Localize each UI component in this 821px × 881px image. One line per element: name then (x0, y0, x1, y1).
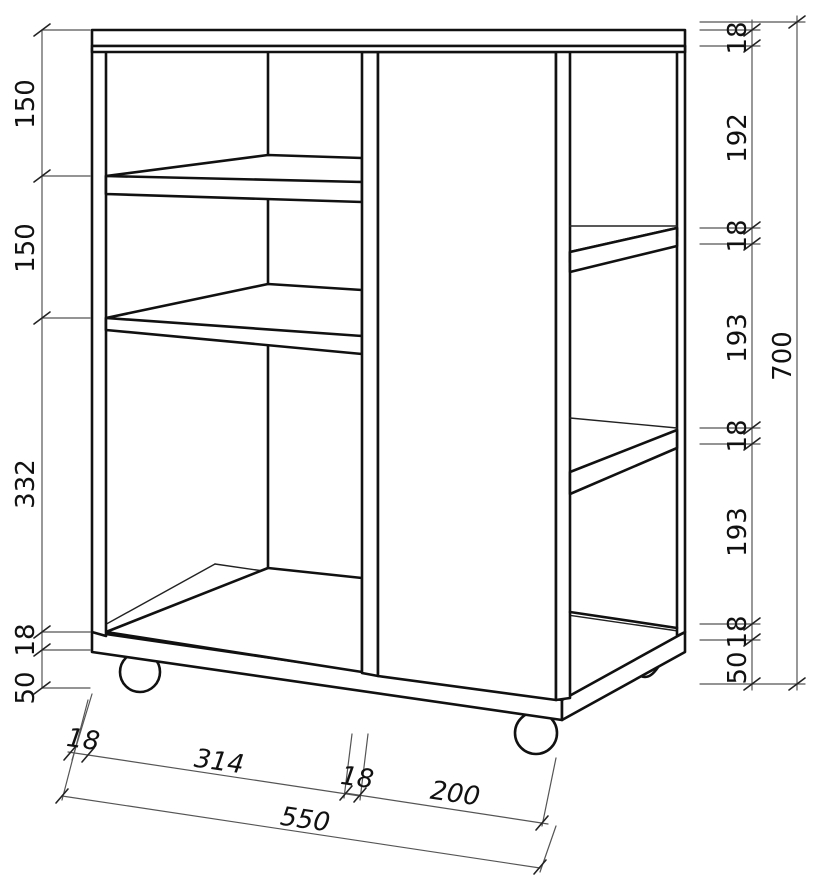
right-side-front-edge (554, 48, 572, 702)
dim-bottom-18-mid: 18 (339, 761, 376, 795)
top-panel (90, 28, 687, 54)
dim-right-18-top: 18 (723, 21, 753, 54)
dim-bottom-314: 314 (192, 744, 245, 781)
dim-left-150-mid: 150 (11, 223, 41, 273)
shelf-lower-right (568, 417, 679, 496)
dim-left-18: 18 (11, 623, 41, 656)
shelf-upper-right (568, 225, 679, 274)
dim-left-50: 50 (11, 671, 41, 704)
left-dimension-chain: 150 150 332 18 50 (11, 23, 91, 705)
left-side-panel (90, 46, 108, 638)
dim-right-193-a: 193 (723, 313, 753, 363)
bottom-dimension-chain: 18 314 18 200 550 (55, 693, 557, 875)
dim-right-18-b: 18 (723, 419, 753, 452)
left-compartment (90, 46, 364, 674)
dim-left-332: 332 (11, 459, 41, 509)
center-divider (360, 50, 380, 678)
dim-right-193-b: 193 (723, 507, 753, 557)
right-dimension-chain: 18 192 18 193 18 193 18 50 700 (699, 15, 806, 691)
shelf-upper-left (104, 153, 364, 204)
dim-bottom-200: 200 (428, 776, 481, 813)
dim-right-18-c: 18 (723, 615, 753, 648)
dim-right-50: 50 (723, 651, 753, 684)
dim-bottom-18-left: 18 (65, 723, 102, 757)
shelf-middle-left (104, 282, 364, 356)
door-panel (376, 50, 558, 702)
dim-right-18-a: 18 (723, 219, 753, 252)
dim-total-width: 550 (278, 802, 331, 839)
dim-total-height: 700 (768, 331, 798, 381)
dim-left-150-top: 150 (11, 79, 41, 129)
right-side-section (554, 44, 687, 702)
dim-right-192: 192 (723, 113, 753, 163)
right-side-back-edge (675, 44, 687, 638)
